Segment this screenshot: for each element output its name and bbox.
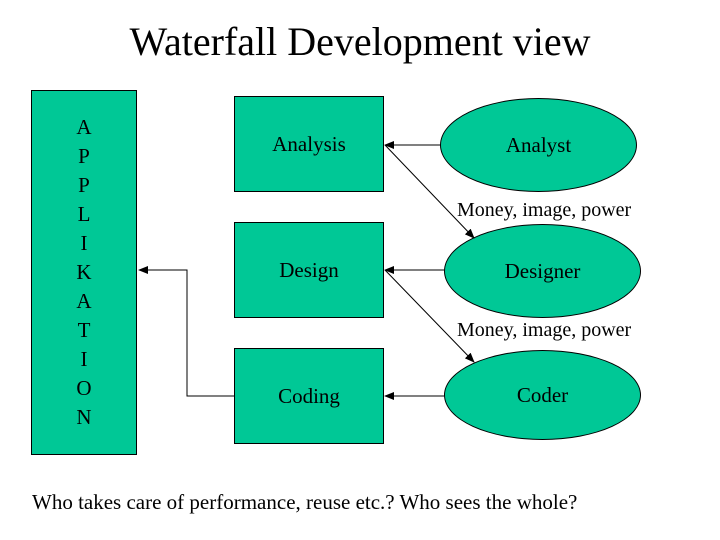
application-letter: N bbox=[76, 405, 92, 429]
design-label: Design bbox=[279, 257, 339, 282]
edge-label-designer-coder: Money, image, power bbox=[457, 319, 632, 341]
application-letter: L bbox=[77, 202, 91, 226]
edge-label-analyst-designer: Money, image, power bbox=[457, 199, 632, 221]
arrow-analysis-to-designer bbox=[384, 144, 475, 239]
coder-label: Coder bbox=[516, 382, 569, 407]
design-box: Design bbox=[234, 222, 384, 318]
designer-ellipse: Designer bbox=[444, 224, 641, 318]
application-letter: A bbox=[76, 289, 92, 313]
coding-box: Coding bbox=[234, 348, 384, 444]
application-letter: O bbox=[76, 376, 92, 400]
slide-title: Waterfall Development view bbox=[129, 19, 591, 64]
application-letter: I bbox=[80, 347, 88, 371]
application-letter: P bbox=[78, 144, 90, 168]
footer-question: Who takes care of performance, reuse etc… bbox=[32, 490, 578, 514]
coding-label: Coding bbox=[278, 383, 340, 408]
analysis-box: Analysis bbox=[234, 96, 384, 192]
application-letter: K bbox=[76, 260, 92, 284]
analyst-label: Analyst bbox=[505, 132, 572, 157]
analyst-ellipse: Analyst bbox=[440, 98, 637, 192]
application-letter: P bbox=[78, 173, 90, 197]
coder-ellipse: Coder bbox=[444, 350, 641, 440]
application-letter: I bbox=[80, 231, 88, 255]
application-letter: A bbox=[76, 115, 92, 139]
analysis-label: Analysis bbox=[272, 131, 346, 156]
arrow-design-to-coder bbox=[384, 269, 475, 363]
designer-label: Designer bbox=[504, 258, 581, 283]
arrow-coding-to-application bbox=[138, 266, 234, 397]
application-letter: T bbox=[77, 318, 91, 342]
